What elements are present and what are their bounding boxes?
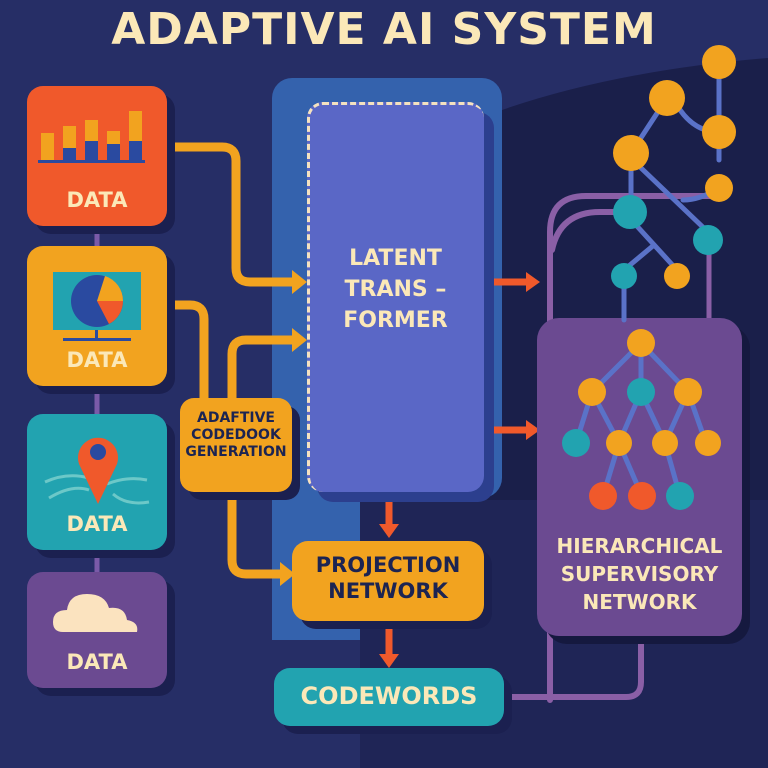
- graph-node: [649, 80, 685, 116]
- node-label: HIERARCHICAL SUPERVISORY NETWORK: [556, 534, 723, 614]
- data-label: DATA: [66, 348, 128, 372]
- graph-node: [705, 174, 733, 202]
- tree-branch-line: [549, 209, 633, 253]
- data-source-card-map[interactable]: DATA: [27, 414, 167, 550]
- graph-node: [611, 263, 637, 289]
- graph-node: [695, 430, 721, 456]
- graph-node: [693, 225, 723, 255]
- graph-node: [702, 115, 736, 149]
- graph-node: [562, 429, 590, 457]
- diagram-title: ADAPTIVE AI SYSTEM: [111, 4, 657, 55]
- adaptive-codebook-generation-node[interactable]: ADAFTIVE CODEDOOK GENERATION: [180, 398, 292, 492]
- edge-codebook-transformer: [227, 335, 297, 405]
- node-label: PROJECTION NETWORK: [315, 553, 461, 603]
- arrowhead: [292, 270, 307, 294]
- graph-node: [606, 430, 632, 456]
- arrowhead: [379, 524, 399, 538]
- graph-node: [628, 482, 656, 510]
- data-label: DATA: [66, 188, 128, 212]
- data-source-card-cloud[interactable]: DATA: [27, 572, 167, 688]
- node-label: LATENT TRANS – FORMER: [343, 246, 448, 333]
- arrowheads: [280, 270, 540, 668]
- node-label: CODEWORDS: [300, 682, 478, 710]
- graph-node: [674, 378, 702, 406]
- graph-node: [589, 482, 617, 510]
- dashed-outline: [307, 102, 484, 492]
- arrowhead: [526, 420, 540, 440]
- codewords-node[interactable]: CODEWORDS: [274, 668, 504, 726]
- edge-data1-transformer: [155, 142, 297, 287]
- tree-edge: [633, 222, 680, 273]
- data-source-card-bar-chart[interactable]: DATA: [27, 86, 167, 226]
- node-label: ADAFTIVE CODEDOOK GENERATION: [185, 410, 287, 461]
- data-label: DATA: [66, 650, 128, 674]
- tree-nodes-top: [611, 45, 736, 289]
- tree-nodes-lower: [562, 329, 721, 510]
- graph-node: [666, 482, 694, 510]
- graph-node: [613, 195, 647, 229]
- graph-node: [702, 45, 736, 79]
- pie-chart-monitor-icon: [53, 272, 141, 341]
- graph-node: [652, 430, 678, 456]
- map-pin-icon: [44, 437, 150, 505]
- graph-node: [627, 329, 655, 357]
- edge-codebook-projection: [227, 485, 287, 579]
- arrowhead: [280, 562, 295, 586]
- projection-network-node[interactable]: PROJECTION NETWORK: [292, 541, 484, 621]
- cloud-icon: [53, 594, 138, 632]
- arrowhead: [379, 654, 399, 668]
- graph-node: [664, 263, 690, 289]
- arrowhead: [526, 272, 540, 292]
- data-label: DATA: [66, 512, 128, 536]
- graph-node: [578, 378, 606, 406]
- graph-node: [627, 378, 655, 406]
- edge-data2-codebook: [155, 300, 209, 405]
- tree-trunk-line: [547, 193, 713, 703]
- edge-codewords-supervisory: [497, 637, 644, 700]
- tree-edge: [637, 164, 711, 235]
- bar-chart-icon: [38, 111, 145, 163]
- latent-transformer-node[interactable]: LATENT TRANS – FORMER: [307, 102, 484, 492]
- arrowhead: [292, 328, 307, 352]
- graph-node: [613, 135, 649, 171]
- data-source-card-pie-chart[interactable]: DATA: [27, 246, 167, 386]
